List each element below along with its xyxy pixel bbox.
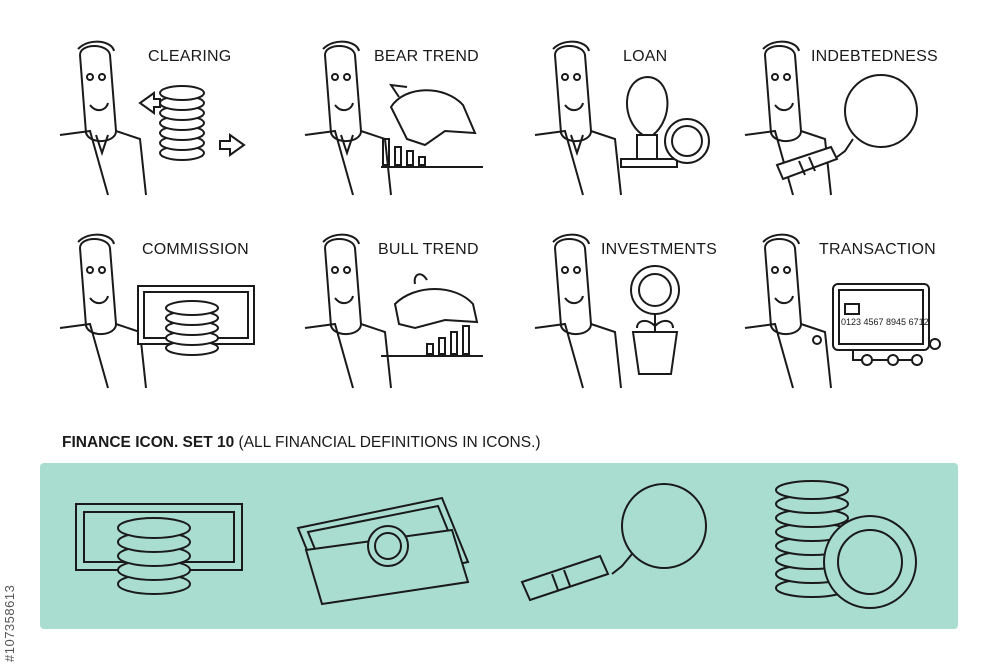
tile-label: COMMISSION <box>142 241 249 258</box>
money-plant-icon <box>525 228 745 398</box>
tile-label: BULL TREND <box>378 241 479 258</box>
tile-label: CLEARING <box>148 48 232 65</box>
tile-bear-trend: BEAR TREND <box>295 35 515 205</box>
tile-label: INVESTMENTS <box>601 241 717 258</box>
set-heading-rest: (ALL FINANCIAL DEFINITIONS IN ICONS.) <box>234 434 541 451</box>
tile-commission: COMMISSION <box>50 228 270 398</box>
tile-transaction: TRANSACTION 0123 4567 8945 6712 <box>735 228 955 398</box>
tile-label: INDEBTEDNESS <box>811 48 938 65</box>
tile-investments: INVESTMENTS <box>525 228 745 398</box>
card-number: 0123 4567 8945 6712 <box>841 317 929 327</box>
tile-clearing: CLEARING <box>50 35 270 205</box>
tile-label: LOAN <box>623 48 668 65</box>
card-network-icon <box>735 228 955 398</box>
bear-chart-icon <box>295 35 515 205</box>
tile-indebtedness: INDEBTEDNESS <box>735 35 955 205</box>
banknotes-icon <box>292 470 482 620</box>
tile-label: BEAR TREND <box>374 48 479 65</box>
tile-label: TRANSACTION <box>819 241 936 258</box>
bulb-coin-icon <box>525 35 745 205</box>
bull-chart-icon <box>295 228 515 398</box>
ball-chain-icon <box>518 470 718 620</box>
coin-stack-icon <box>770 470 940 620</box>
coins-arrows-icon <box>50 35 270 205</box>
cash-coins-icon <box>50 228 270 398</box>
tile-bull-trend: BULL TREND <box>295 228 515 398</box>
cash-coins-icon <box>72 470 262 620</box>
ball-chain-icon <box>735 35 955 205</box>
stock-id: #107358613 <box>2 584 17 662</box>
tile-loan: LOAN <box>525 35 745 205</box>
set-heading-bold: FINANCE ICON. SET 10 <box>62 434 235 451</box>
set-heading: FINANCE ICON. SET 10 (ALL FINANCIAL DEFI… <box>62 434 541 452</box>
